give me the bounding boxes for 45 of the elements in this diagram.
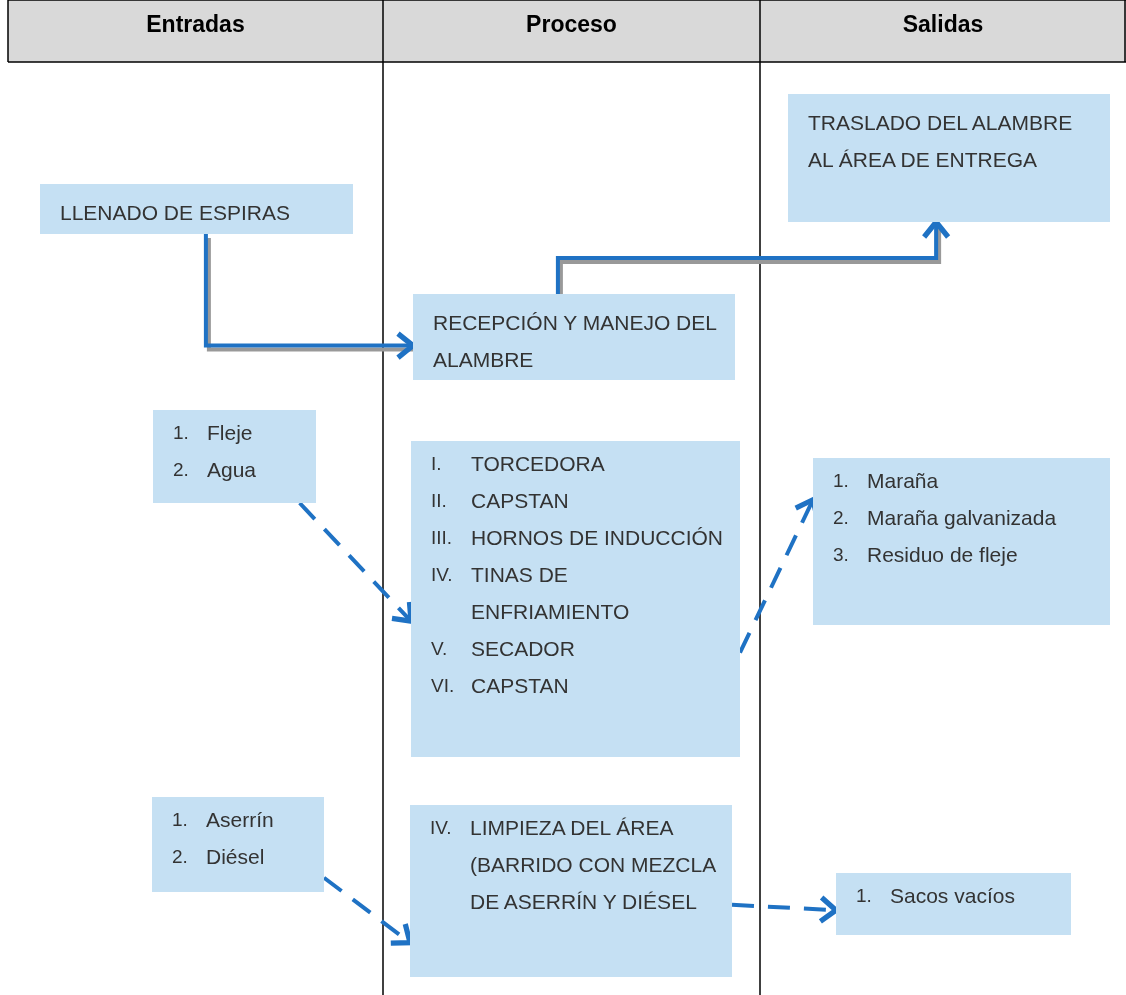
box-text: TRASLADO DEL ALAMBRE AL ÁREA DE ENTREGA [808, 110, 1074, 173]
list-item: Maraña galvanizada [867, 505, 1058, 531]
list-item: TINAS DE ENFRIAMIENTO [471, 562, 631, 625]
list-number: II. [431, 489, 448, 513]
list-number: 1. [833, 469, 850, 493]
process-box [153, 410, 316, 503]
list-number: 2. [173, 458, 190, 482]
list-number: IV. [431, 563, 454, 587]
box-text: RECEPCIÓN Y MANEJO DEL ALAMBRE [433, 310, 718, 373]
list-item: Fleje [207, 420, 254, 446]
list-item: Residuo de fleje [867, 542, 1019, 568]
list-item: Sacos vacíos [890, 883, 1016, 909]
list-item: TORCEDORA [471, 451, 606, 477]
process-box [411, 441, 740, 757]
list-number: 2. [172, 845, 189, 869]
list-number: V. [431, 637, 449, 661]
list-item: LIMPIEZA DEL ÁREA (BARRIDO CON MEZCLA DE ASERRÍN Y DIÉSEL [470, 815, 717, 915]
process-box [410, 805, 732, 977]
list-number: I. [431, 452, 443, 476]
process-box [813, 458, 1110, 625]
list-number: 1. [173, 421, 190, 445]
process-box [413, 294, 735, 380]
process-box [40, 184, 353, 234]
list-number: III. [431, 526, 454, 550]
list-item: CAPSTAN [471, 488, 570, 514]
box-text: LLENADO DE ESPIRAS [60, 200, 291, 226]
process-box [788, 94, 1110, 222]
list-number: 1. [172, 808, 189, 832]
list-item: CAPSTAN [471, 673, 570, 699]
list-number: 1. [856, 884, 873, 908]
list-item: SECADOR [471, 636, 576, 662]
list-number: 2. [833, 506, 850, 530]
list-item: Agua [207, 457, 258, 483]
list-item: Aserrín [206, 807, 275, 833]
list-item: Maraña [867, 468, 940, 494]
list-item: HORNOS DE INDUCCIÓN [471, 525, 724, 551]
list-number: VI. [431, 674, 456, 698]
list-number: 3. [833, 543, 850, 567]
column-header: Proceso [526, 10, 617, 38]
process-box [836, 873, 1071, 935]
column-header: Entradas [146, 10, 245, 38]
list-number: IV. [430, 816, 453, 840]
column-header: Salidas [902, 10, 984, 38]
process-box [152, 797, 324, 892]
list-item: Diésel [206, 844, 266, 870]
